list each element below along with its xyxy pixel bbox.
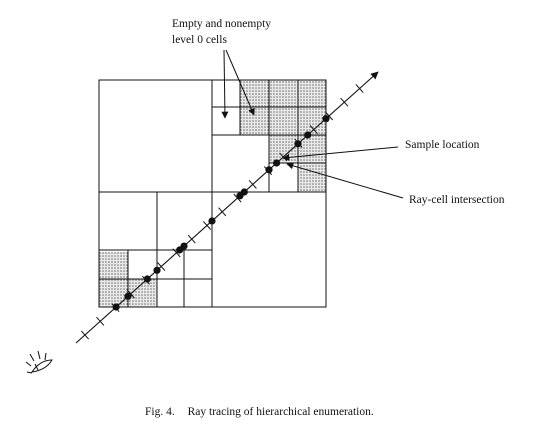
intersection-dots	[112, 115, 330, 311]
intersection-dot	[265, 166, 273, 174]
nonempty-cell	[99, 279, 128, 307]
sample-tick	[172, 248, 181, 258]
figure-caption: Fig. 4. Ray tracing of hierarchical enum…	[145, 406, 374, 418]
nonempty-cell	[298, 135, 326, 163]
sample-tick	[157, 262, 166, 271]
intersection-dot	[180, 242, 188, 250]
intersection-dot	[112, 303, 120, 311]
nonempty-cell	[269, 135, 298, 163]
nonempty-cell	[240, 107, 269, 135]
intersection-dot	[273, 159, 281, 167]
nonempty-cell	[298, 80, 326, 107]
intersection-dot	[208, 217, 216, 225]
sample-tick	[248, 179, 257, 189]
sample-tick	[355, 84, 364, 93]
sample-tick	[218, 207, 227, 217]
intersection-dot	[294, 140, 302, 148]
sample-tick	[80, 330, 89, 340]
eye-icon	[25, 350, 53, 374]
intersection-dot	[322, 115, 330, 123]
figure-number: Fig. 4.	[145, 406, 175, 418]
empty-nonempty-label-line2: level 0 cells	[172, 34, 227, 46]
ray-cell-intersection-label: Ray-cell intersection	[409, 194, 505, 206]
sample-ticks	[80, 84, 364, 340]
intersection-dot	[143, 275, 151, 283]
sample-location-label: Sample location	[405, 139, 480, 151]
callout-arrows	[221, 49, 404, 199]
intersection-dot	[240, 188, 248, 196]
ray	[75, 71, 379, 344]
figure-caption-text: Ray tracing of hierarchical enumeration.	[188, 406, 374, 418]
sample-location-arrow	[282, 146, 399, 161]
sample-tick	[325, 111, 334, 121]
intersection-dot	[153, 266, 161, 274]
empty-cell-arrow	[221, 49, 229, 119]
nonempty-cell	[269, 80, 298, 107]
nonempty-cell	[298, 163, 326, 192]
intersection-dot	[124, 292, 132, 300]
nonempty-cell	[99, 252, 128, 279]
ray-cell-intersection-arrow	[286, 162, 404, 199]
sample-tick	[202, 221, 212, 230]
nonempty-cell	[298, 107, 326, 135]
empty-nonempty-label-line1: Empty and nonempty	[172, 18, 271, 30]
sample-tick	[309, 125, 318, 135]
nonempty-cell-arrow	[225, 49, 255, 116]
sample-tick	[187, 234, 196, 244]
intersection-dot	[304, 131, 312, 139]
sample-tick	[126, 289, 135, 299]
sample-tick	[340, 97, 349, 107]
nonempty-cell	[269, 107, 298, 135]
cell-grid	[98, 79, 327, 308]
sample-tick	[96, 316, 105, 326]
